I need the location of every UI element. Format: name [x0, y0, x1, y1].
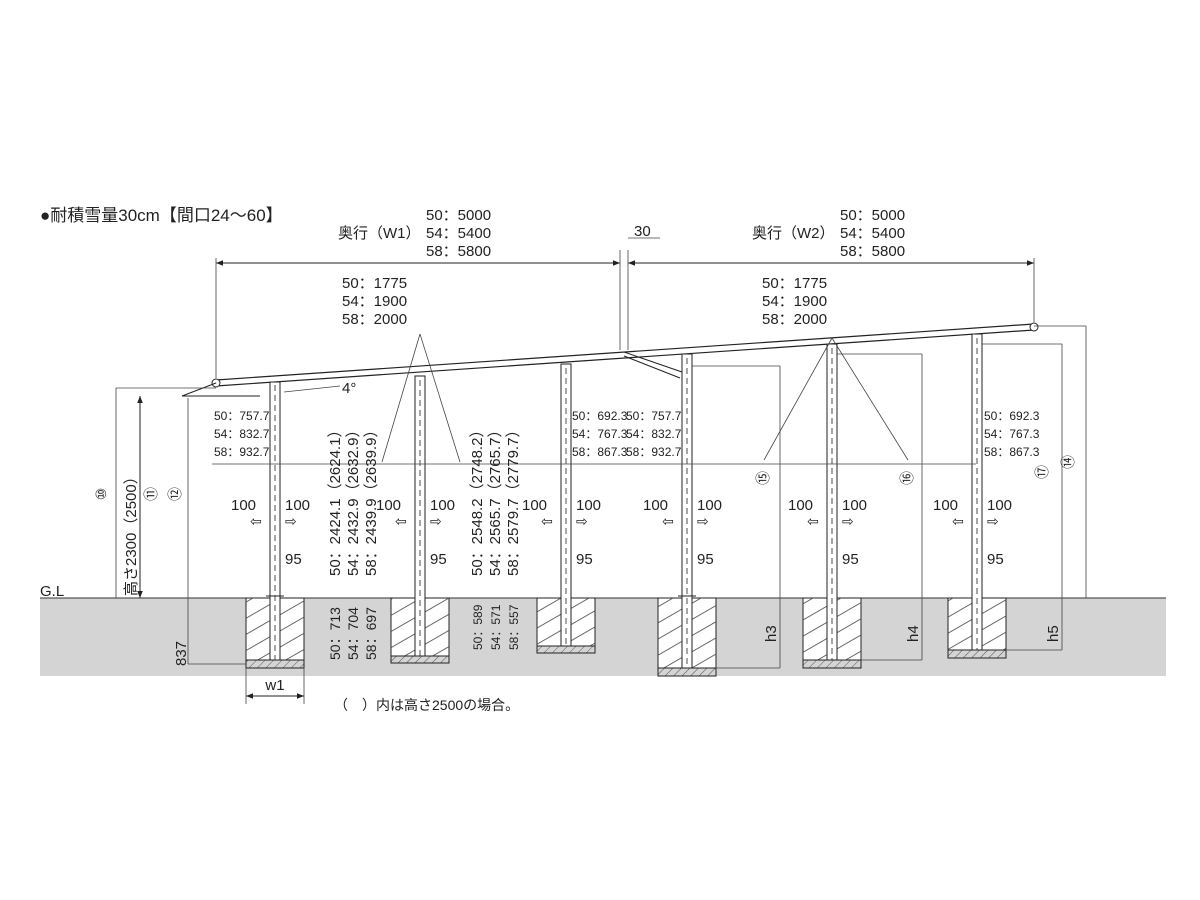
span-w2-value: 54：1900	[762, 293, 827, 310]
dimension-marker: ⑪	[143, 487, 159, 501]
span-w2-value: 50：1775	[762, 275, 827, 292]
rafter-offset-b: 58：867.3	[572, 445, 628, 459]
rafter-offset-c: 50：757.7	[626, 409, 682, 423]
rafter-offset-a: 58：932.7	[214, 445, 270, 459]
footing-depth-b: 58：557	[507, 604, 521, 650]
depth-w2-value: 50：5000	[840, 207, 905, 224]
depth-w2-label: 奥行（W2）	[752, 225, 835, 242]
post-size: 95	[987, 551, 1004, 568]
arrow-left-icon: ⇦	[952, 513, 964, 529]
footing-depth-837: 837	[173, 641, 190, 666]
rafter-offset-c: 54：832.7	[626, 427, 682, 441]
footing-depth-b: 54：571	[489, 604, 503, 650]
dimension-lines	[115, 237, 1087, 704]
arrow-left-icon: ⇦	[541, 513, 553, 529]
arrow-left-icon: ⇦	[395, 513, 407, 529]
arrow-right-icon: ⇨	[285, 513, 297, 529]
depth-w2-value: 58：5800	[840, 243, 905, 260]
footing-depth-b: 50：589	[471, 604, 485, 650]
arrow-right-icon: ⇨	[987, 513, 999, 529]
dimension-marker: ⑯	[899, 471, 915, 485]
arrow-left-icon: ⇦	[807, 513, 819, 529]
posts	[266, 333, 983, 669]
depth-w1-value: 58：5800	[426, 243, 491, 260]
footing-height-label: h5	[1045, 625, 1062, 642]
post-height-a: 58：2439.9（2639.9）	[363, 423, 380, 576]
dimension-marker: ⑩	[93, 488, 109, 501]
offset-right: 100	[430, 497, 455, 514]
joint-gap-label: 30	[634, 223, 651, 240]
depth-w2-value: 54：5400	[840, 225, 905, 242]
dimension-marker: ⑫	[167, 487, 183, 501]
footing-depth-a: 54：704	[345, 607, 361, 660]
post-height-b: 54：2565.7（2765.7）	[487, 423, 504, 576]
arrow-right-icon: ⇨	[697, 513, 709, 529]
footing-depth-a: 58：697	[363, 607, 379, 660]
rafter-offset-b: 50：692.3	[572, 409, 628, 423]
footing-height-label: h3	[763, 625, 780, 642]
offset-left: 100	[376, 497, 401, 514]
footing-height-label: h4	[905, 625, 922, 642]
arrow-right-icon: ⇨	[576, 513, 588, 529]
rafter-offset-d: 50：692.3	[984, 409, 1040, 423]
dimension-marker: ⑰	[1034, 465, 1050, 479]
roof-beam	[181, 322, 1039, 397]
offset-left: 100	[933, 497, 958, 514]
span-w1-value: 58：2000	[342, 311, 407, 328]
post-size: 95	[285, 551, 302, 568]
rafter-offset-a: 54：832.7	[214, 427, 270, 441]
post-size: 95	[576, 551, 593, 568]
span-w1-value: 50：1775	[342, 275, 407, 292]
rafter-offset-d: 54：767.3	[984, 427, 1040, 441]
span-w1-value: 54：1900	[342, 293, 407, 310]
depth-w1-value: 50：5000	[426, 207, 491, 224]
footnote: （ ）内は高さ2500の場合。	[334, 697, 519, 713]
post-height-a: 50：2424.1（2624.1）	[327, 423, 344, 576]
rafter-offset-b: 54：767.3	[572, 427, 628, 441]
post-height-b: 50：2548.2（2748.2）	[469, 423, 486, 576]
w1-label: w1	[264, 677, 284, 694]
depth-w1-value: 54：5400	[426, 225, 491, 242]
offset-right: 100	[285, 497, 310, 514]
footing-depth-a: 50：713	[327, 607, 343, 660]
gl-label: G.L	[40, 583, 64, 600]
dimension-marker: ⑮	[755, 471, 771, 485]
arrow-right-icon: ⇨	[842, 513, 854, 529]
rafter-offset-a: 50：757.7	[214, 409, 270, 423]
offset-left: 100	[231, 497, 256, 514]
depth-w1-label: 奥行（W1）	[338, 225, 421, 242]
height-main-label: 高さ2300（2500）	[123, 469, 140, 596]
arrow-left-icon: ⇦	[250, 513, 262, 529]
arrow-left-icon: ⇦	[662, 513, 674, 529]
offset-left: 100	[522, 497, 547, 514]
offset-right: 100	[842, 497, 867, 514]
offset-left: 100	[643, 497, 668, 514]
roof-angle-label: 4°	[342, 380, 356, 397]
rafter-offset-d: 58：867.3	[984, 445, 1040, 459]
post-size: 95	[697, 551, 714, 568]
dimension-marker: ⑭	[1060, 455, 1076, 469]
post-height-b: 58：2579.7（2779.7）	[505, 423, 522, 576]
offset-right: 100	[697, 497, 722, 514]
offset-right: 100	[576, 497, 601, 514]
rafter-offset-c: 58：932.7	[626, 445, 682, 459]
post-height-a: 54：2432.9（2632.9）	[345, 423, 362, 576]
post-size: 95	[842, 551, 859, 568]
post-size: 95	[430, 551, 447, 568]
offset-right: 100	[987, 497, 1012, 514]
offset-left: 100	[788, 497, 813, 514]
diagram-title: ●耐積雪量30cm【間口24〜60】	[40, 206, 283, 225]
arrow-right-icon: ⇨	[430, 513, 442, 529]
span-w2-value: 58：2000	[762, 311, 827, 328]
